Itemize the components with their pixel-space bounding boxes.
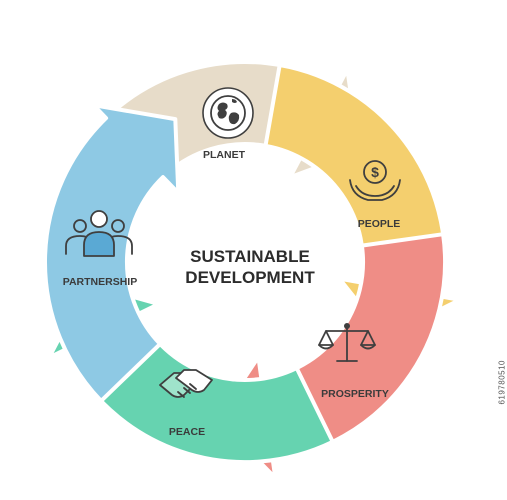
- scales-icon: [318, 323, 376, 362]
- hand-money-icon: $: [349, 160, 401, 201]
- handshake-icon: [159, 369, 213, 398]
- center-title-line1: SUSTAINABLE: [190, 247, 310, 266]
- stock-id-watermark: 619780510: [498, 360, 507, 405]
- globe-icon: [202, 87, 254, 139]
- segment-label-prosperity: PROSPERITY: [321, 388, 389, 400]
- team-icon: [65, 210, 133, 257]
- segment-label-partnership: PARTNERSHIP: [63, 276, 137, 288]
- svg-text:$: $: [371, 164, 379, 180]
- center-title-line2: DEVELOPMENT: [185, 268, 315, 287]
- segment-label-planet: PLANET: [203, 149, 246, 161]
- segment-label-people: PEOPLE: [358, 218, 401, 230]
- segment-label-peace: PEACE: [169, 426, 205, 438]
